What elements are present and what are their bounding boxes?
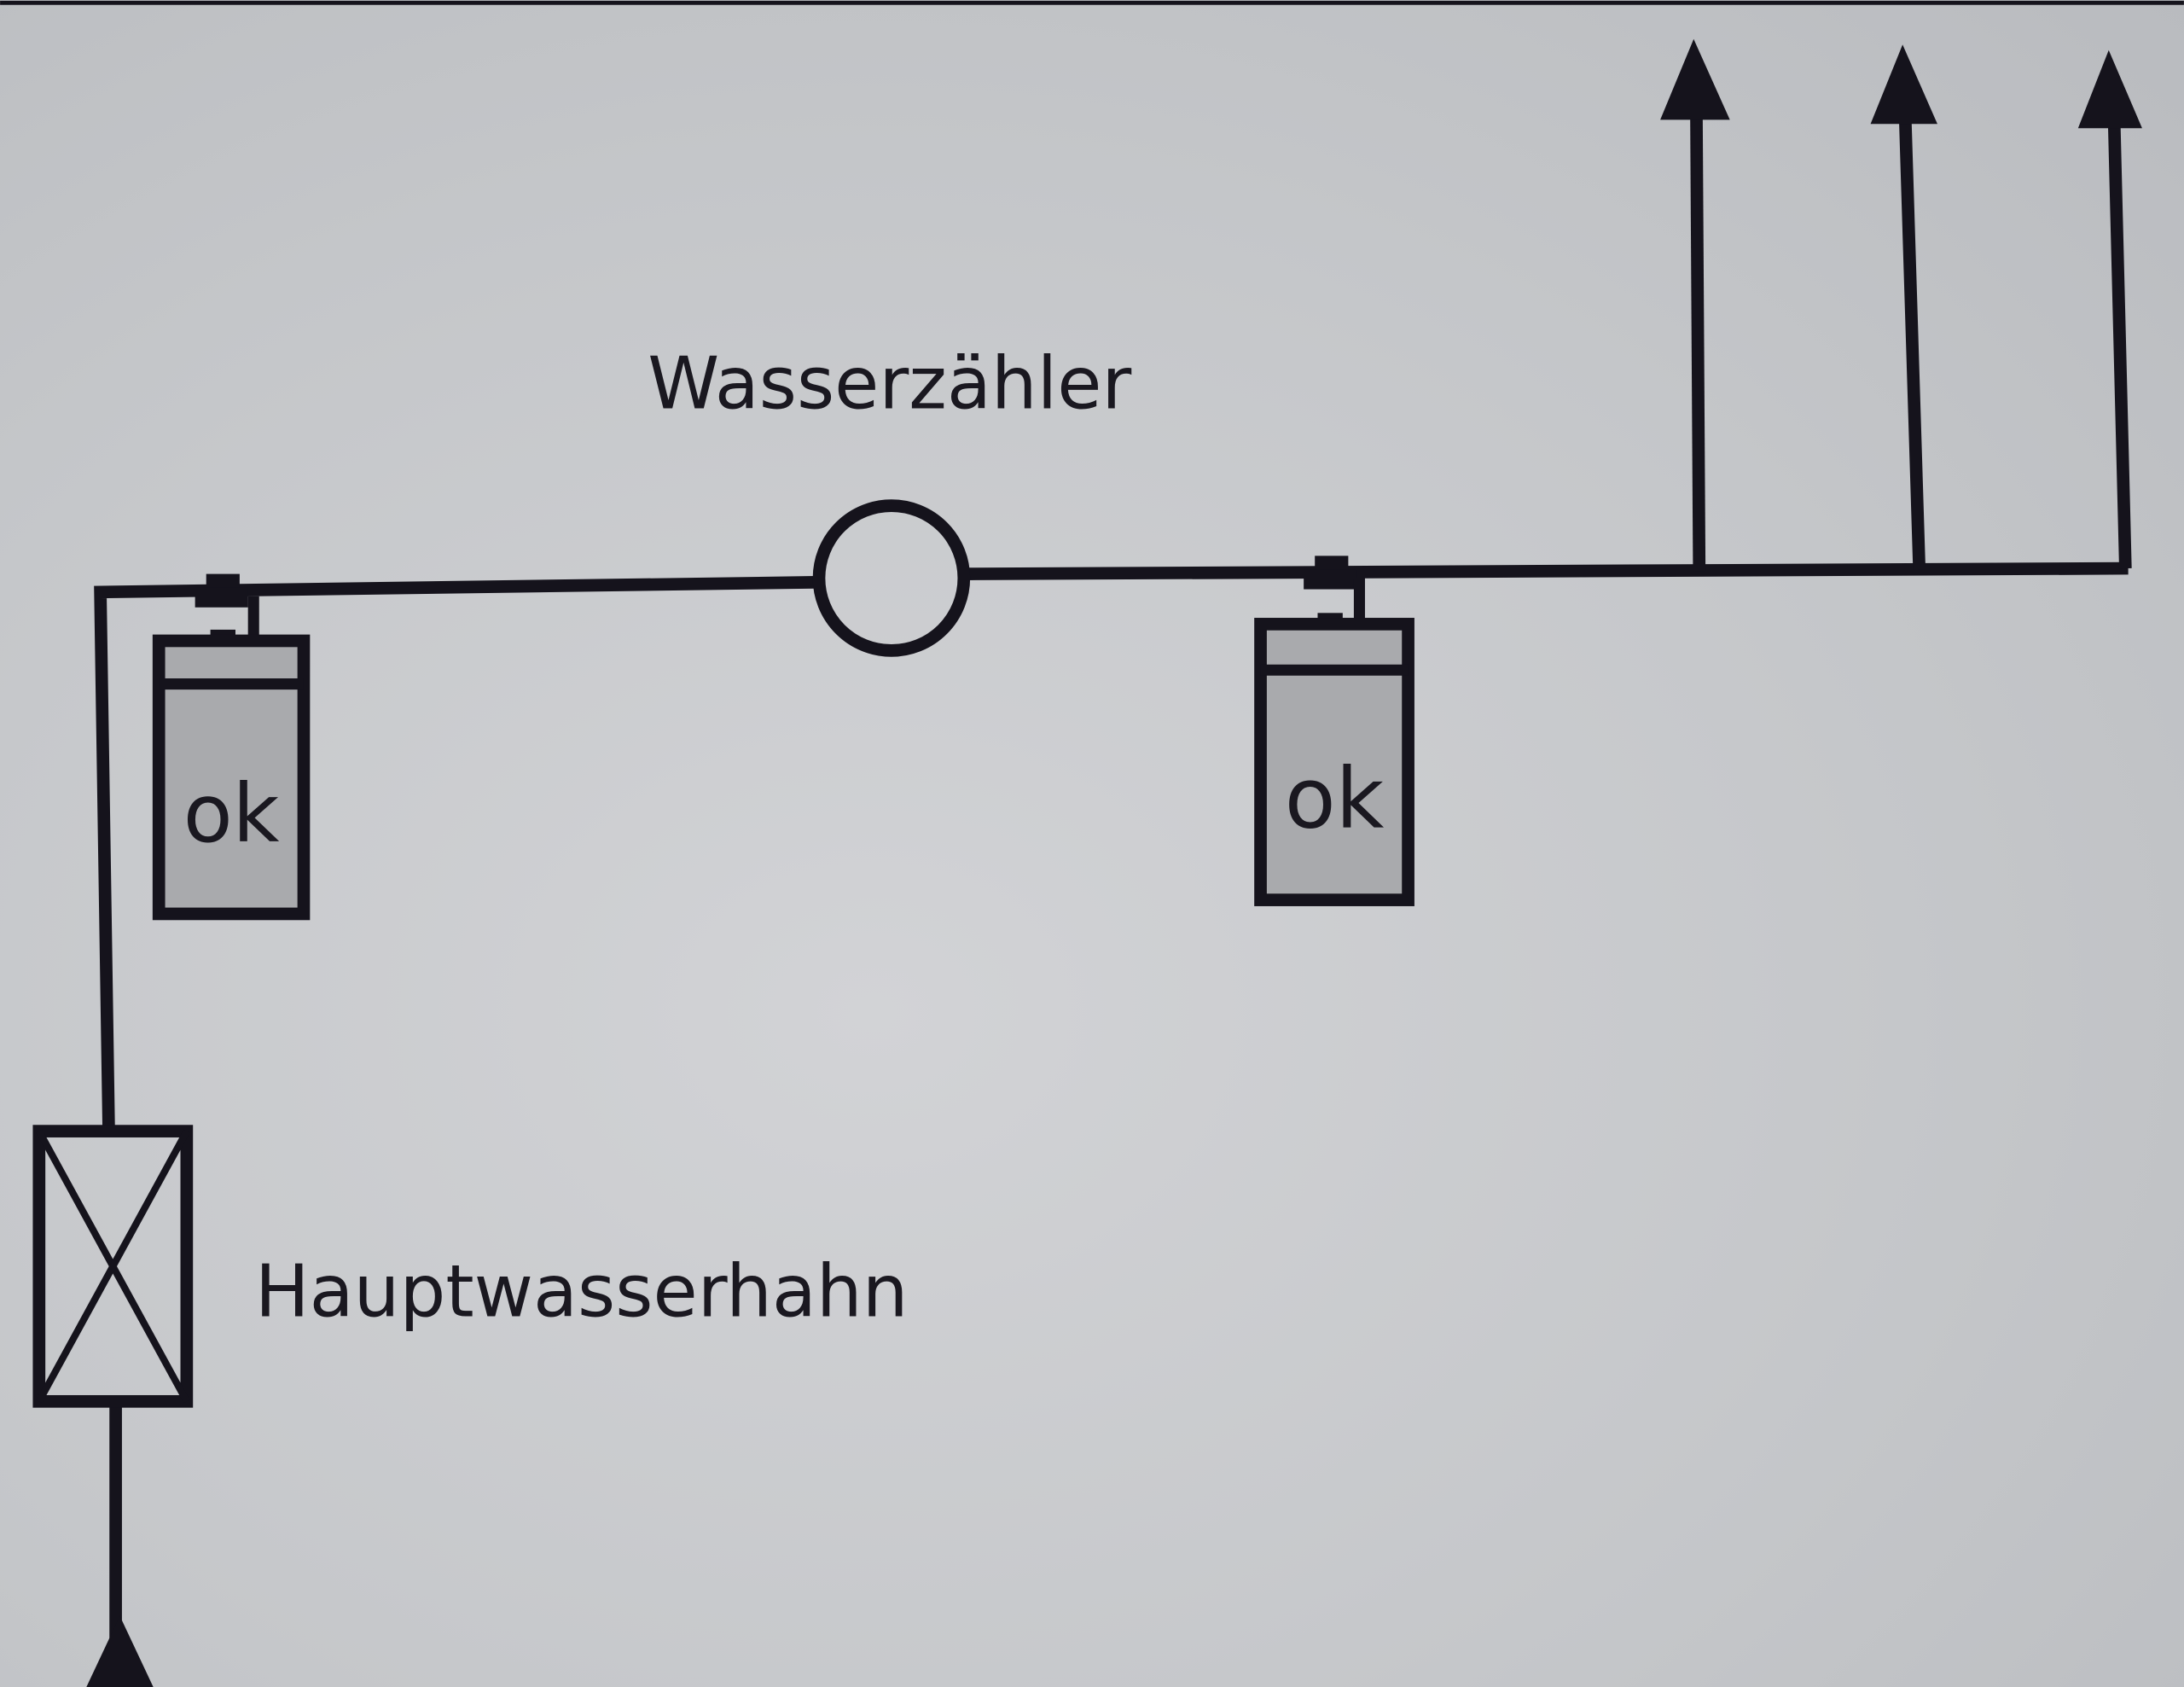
main-valve-symbol	[32, 1125, 194, 1408]
main-valve-label: Hauptwasserhahn	[255, 1250, 909, 1335]
riser-1	[1690, 118, 1706, 572]
arrow-up-icon	[2077, 49, 2142, 129]
main-pipe-right	[967, 561, 2129, 580]
filter-1: ok	[152, 573, 311, 921]
filter-1-label: ok	[183, 767, 280, 861]
arrow-up-icon	[1660, 38, 1730, 120]
filter-2: ok	[1254, 556, 1414, 906]
arrow-up-icon	[86, 1615, 154, 1687]
water-meter-symbol	[812, 499, 971, 657]
filter-2-label: ok	[1285, 751, 1385, 848]
main-pipe-left	[94, 576, 816, 1129]
riser-3	[2107, 125, 2132, 569]
water-meter-label: Wasserzähler	[648, 341, 1131, 426]
riser-2	[1899, 122, 1926, 570]
arrow-up-icon	[1870, 44, 1937, 125]
